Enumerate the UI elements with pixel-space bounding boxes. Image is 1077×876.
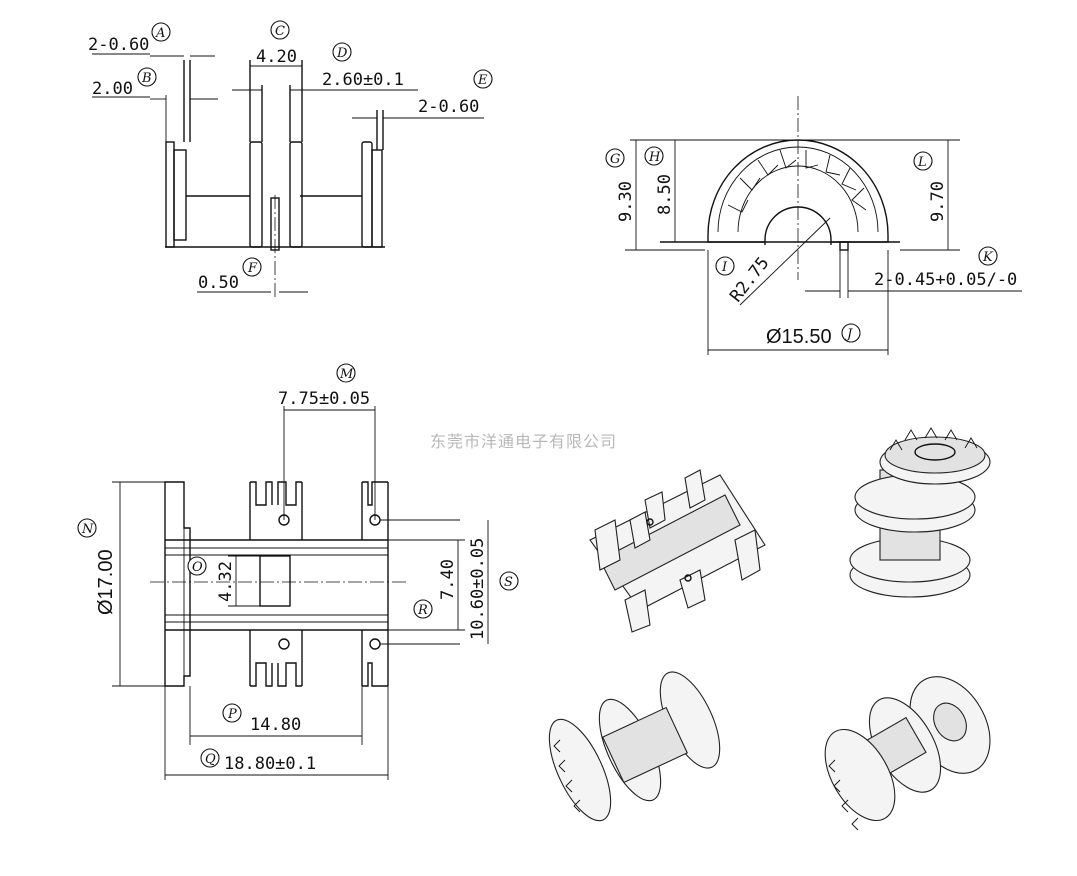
svg-text:G: G: [610, 152, 620, 167]
callout-K: K: [978, 246, 998, 266]
svg-text:I: I: [721, 260, 728, 275]
dim-P-text: 14.80: [250, 715, 301, 735]
dim-L-text: 9.70: [928, 181, 948, 222]
callout-M: M: [336, 363, 356, 383]
callout-R: R: [413, 599, 433, 619]
callout-Q: Q: [200, 748, 220, 768]
svg-text:H: H: [648, 150, 661, 165]
dim-J-text: Ø15.50: [766, 326, 832, 348]
callout-S: S: [499, 571, 519, 591]
side-view: 2-0.60 2.00 4.20 2.60±0.1 2-0.60 0.50: [88, 35, 484, 300]
svg-text:P: P: [227, 707, 237, 722]
iso-view-3: [548, 671, 721, 822]
svg-text:D: D: [336, 46, 348, 61]
dim-Q-text: 18.80±0.1: [224, 754, 316, 774]
dim-N-text: Ø17.00: [95, 549, 117, 615]
svg-text:B: B: [141, 71, 152, 86]
dim-M-text: 7.75±0.05: [278, 389, 370, 409]
dim-K-text: 2-0.45+0.05/-0: [874, 270, 1017, 290]
dim-O-text: 4.32: [216, 561, 236, 602]
svg-text:R: R: [417, 603, 428, 618]
callout-H: H: [644, 146, 664, 166]
dim-H-text: 8.50: [655, 174, 675, 215]
iso-view-4: [824, 676, 991, 831]
callout-B: B: [137, 67, 157, 87]
dim-B-text: 2.00: [92, 79, 133, 99]
svg-text:F: F: [247, 261, 258, 276]
dim-G-text: 9.30: [616, 181, 636, 222]
callout-F: F: [242, 257, 262, 277]
svg-text:E: E: [477, 73, 488, 88]
svg-text:A: A: [155, 26, 165, 41]
svg-text:N: N: [81, 522, 94, 537]
callout-G: G: [605, 148, 625, 168]
callout-E: E: [473, 69, 493, 89]
dim-R-text: 7.40: [438, 559, 458, 600]
dim-C-text: 4.20: [256, 47, 297, 67]
dim-A-text: 2-0.60: [88, 35, 149, 55]
dim-F-text: 0.50: [198, 273, 239, 293]
svg-text:Q: Q: [205, 752, 216, 767]
iso-view-2: [849, 427, 991, 598]
top-view: 7.75±0.05 Ø17.00 4.32 7.40 10.60±0.05 14…: [95, 389, 489, 780]
front-view: R2.75 9.30 8.50 9.70 2-0.45+0.05/-0 Ø15.…: [616, 96, 1022, 355]
iso-view-1: [589, 469, 766, 633]
dim-E-text: 2-0.60: [418, 97, 479, 117]
callout-D: D: [332, 42, 352, 62]
callout-P: P: [222, 703, 242, 723]
callout-A: A: [151, 22, 171, 42]
svg-text:M: M: [339, 367, 354, 382]
svg-text:C: C: [275, 24, 285, 39]
callout-N: N: [77, 518, 97, 538]
svg-text:K: K: [982, 250, 994, 265]
callout-C: C: [270, 20, 290, 40]
callout-I: I: [715, 256, 735, 276]
svg-text:L: L: [917, 155, 927, 170]
svg-text:J: J: [844, 327, 853, 342]
callout-J: J: [841, 323, 861, 343]
callout-labels: A B C D E F G H I J K L M N O P Q R S: [77, 20, 998, 768]
svg-text:O: O: [192, 560, 203, 575]
svg-text:S: S: [504, 575, 513, 590]
dim-S-text: 10.60±0.05: [468, 538, 488, 640]
callout-L: L: [913, 151, 933, 171]
dim-D-text: 2.60±0.1: [322, 70, 404, 90]
watermark-text: 东莞市洋通电子有限公司: [430, 432, 617, 451]
callout-O: O: [187, 556, 207, 576]
